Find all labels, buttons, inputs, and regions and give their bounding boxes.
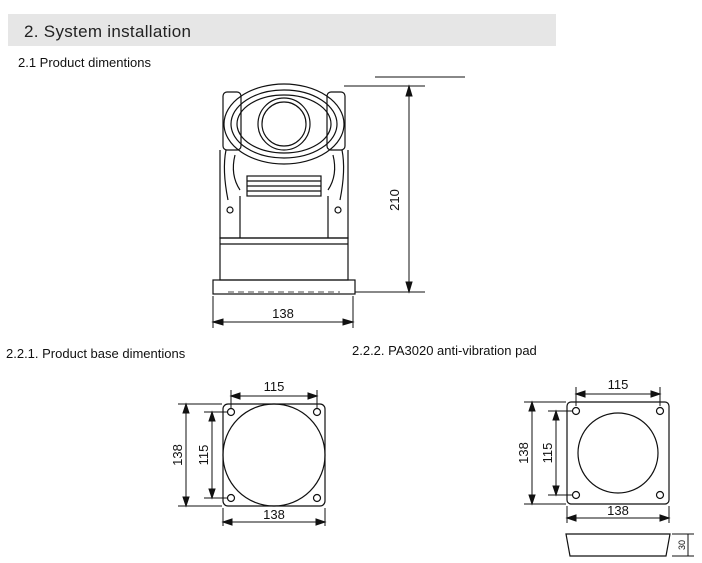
- pad-left-inner-label: 115: [540, 443, 555, 464]
- pad-heading: 2.2.2. PA3020 anti-vibration pad: [352, 343, 537, 358]
- section-title: 2. System installation: [24, 22, 192, 41]
- base-dimensions-heading: 2.2.1. Product base dimentions: [6, 346, 186, 361]
- base-bottom-label: 138: [263, 507, 285, 522]
- pad-drawing: [565, 401, 671, 557]
- base-left-inner-label: 115: [196, 445, 211, 466]
- base-top-label: 115: [264, 379, 285, 394]
- product-dimensions-heading: 2.1 Product dimentions: [18, 55, 151, 70]
- pad-bottom-label: 138: [607, 503, 629, 518]
- height-dimension-label: 210: [387, 189, 402, 211]
- pad-dimensions: [524, 387, 694, 557]
- width-dimension-label: 138: [272, 306, 294, 321]
- section-header-bar: [8, 14, 556, 46]
- height-dimension: [344, 76, 465, 294]
- base-left-outer-label: 138: [170, 444, 185, 466]
- width-dimension: [211, 296, 355, 328]
- pad-left-outer-label: 138: [516, 442, 531, 464]
- camera-drawing: [212, 83, 356, 295]
- base-drawing: [222, 403, 326, 507]
- base-dimensions: [178, 390, 327, 526]
- pad-top-label: 115: [608, 377, 629, 392]
- pad-thickness-label: 30: [677, 540, 687, 550]
